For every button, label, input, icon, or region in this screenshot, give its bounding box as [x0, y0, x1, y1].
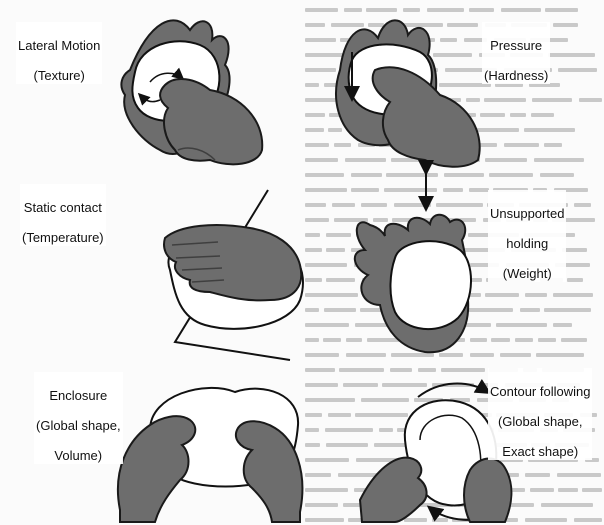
enclosure-label-line1: Enclosure — [49, 388, 107, 403]
contour-right-hand — [464, 458, 511, 522]
enclosure-illustration — [118, 388, 302, 522]
enclosure-label-line2: (Global shape, — [36, 418, 121, 433]
contour-top-arrow — [418, 384, 488, 397]
enclosure-label: Enclosure (Global shape, Volume) — [34, 372, 123, 464]
contour-left-hand — [360, 458, 427, 522]
static-contact-label: Static contact (Temperature) — [20, 184, 106, 246]
unsupported-holding-label-line3: (Weight) — [503, 266, 552, 281]
static-contact-illustration — [164, 190, 303, 360]
unsupported-holding-label: Unsupported holding (Weight) — [488, 190, 566, 282]
static-contact-label-line1: Static contact — [24, 200, 102, 215]
pressure-label-line2: (Hardness) — [484, 68, 548, 83]
unsupported-holding-label-line2: holding — [506, 236, 548, 251]
pressure-label-line1: Pressure — [490, 38, 542, 53]
unsupported-holding-label-line1: Unsupported — [490, 206, 564, 221]
lateral-motion-illustration — [121, 20, 262, 164]
contour-following-label-line3: Exact shape) — [502, 444, 578, 459]
contour-following-label: Contour following (Global shape, Exact s… — [488, 368, 592, 460]
contour-following-label-line1: Contour following — [490, 384, 590, 399]
enclosure-label-line3: Volume) — [54, 448, 102, 463]
pressure-pressing-hand — [373, 67, 480, 166]
contour-following-label-line2: (Global shape, — [498, 414, 583, 429]
enclosure-left-hand — [118, 416, 195, 522]
lateral-motion-rubbing-hand — [160, 79, 262, 164]
lateral-motion-label-line2: (Texture) — [34, 68, 85, 83]
lateral-motion-label: Lateral Motion (Texture) — [16, 22, 102, 84]
unsupported-holding-object — [390, 241, 471, 329]
pressure-illustration — [336, 20, 480, 166]
static-contact-label-line2: (Temperature) — [22, 230, 104, 245]
unsupported-holding-illustration — [355, 215, 471, 353]
pressure-label: Pressure (Hardness) — [482, 22, 550, 84]
lateral-motion-label-line1: Lateral Motion — [18, 38, 100, 53]
